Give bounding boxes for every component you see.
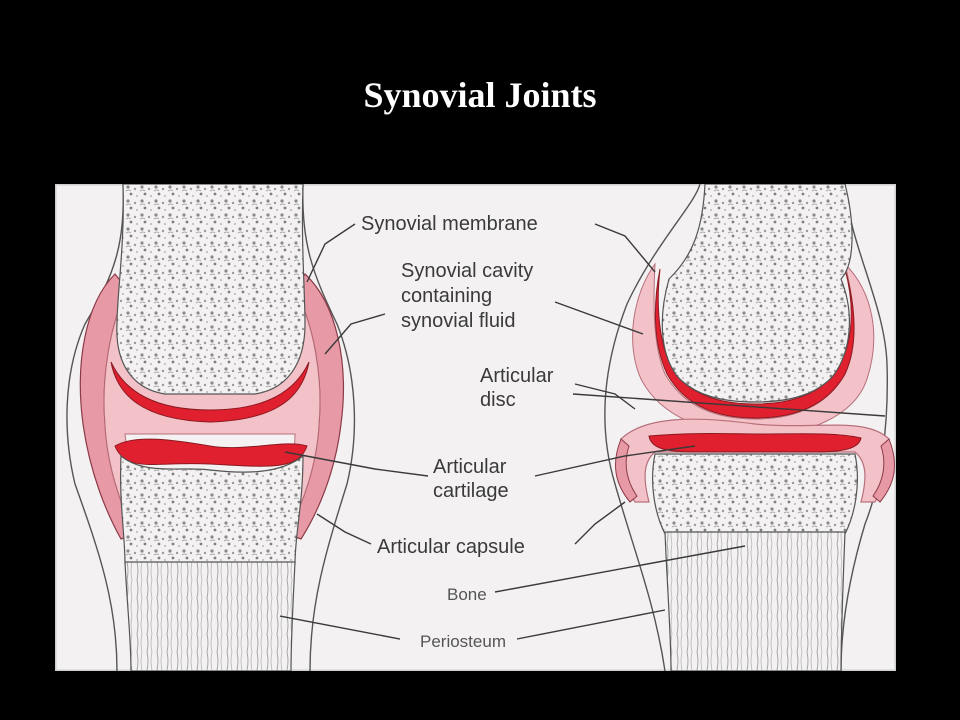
right-joint: [604, 184, 895, 671]
leader-lines: [279, 223, 886, 640]
left-periosteum-outline-right: [302, 184, 356, 671]
left-lower-bone-shaft: [124, 561, 296, 671]
label-articular-cartilage-line2: cartilage: [433, 480, 509, 502]
right-periosteum-outline: [604, 184, 701, 671]
slide-title: Synovial Joints: [363, 75, 597, 115]
label-bone: Bone: [447, 585, 487, 604]
label-periosteum: Periosteum: [420, 632, 506, 651]
label-synovial-membrane: Synovial membrane: [361, 213, 538, 235]
label-synovial-cavity-line1: Synovial cavity: [401, 260, 533, 282]
label-articular-capsule: Articular capsule: [377, 536, 525, 558]
label-synovial-cavity-line2: containing: [401, 285, 492, 307]
label-articular-disc-line1: Articular: [480, 365, 554, 387]
right-articular-capsule-left: [615, 438, 638, 503]
right-articular-capsule-right: [872, 438, 895, 503]
right-lower-bone-shaft: [664, 531, 846, 671]
left-upper-bone: [116, 184, 306, 395]
right-upper-bone: [661, 184, 853, 403]
label-articular-cartilage-line1: Articular: [433, 456, 507, 478]
right-lower-cartilage: [648, 433, 862, 453]
label-synovial-cavity-line3: synovial fluid: [401, 310, 516, 332]
right-lower-bone: [652, 453, 858, 535]
left-lower-bone: [120, 454, 304, 565]
left-periosteum-outline: [66, 184, 124, 671]
left-upper-cartilage: [110, 361, 310, 423]
label-articular-disc-line2: disc: [480, 389, 516, 411]
left-joint: [66, 184, 356, 671]
synovial-joint-diagram: Synovial membrane Synovial cavity contai…: [55, 184, 896, 671]
diagram-labels: Synovial membrane Synovial cavity contai…: [361, 213, 554, 651]
left-lower-cartilage: [114, 438, 308, 467]
